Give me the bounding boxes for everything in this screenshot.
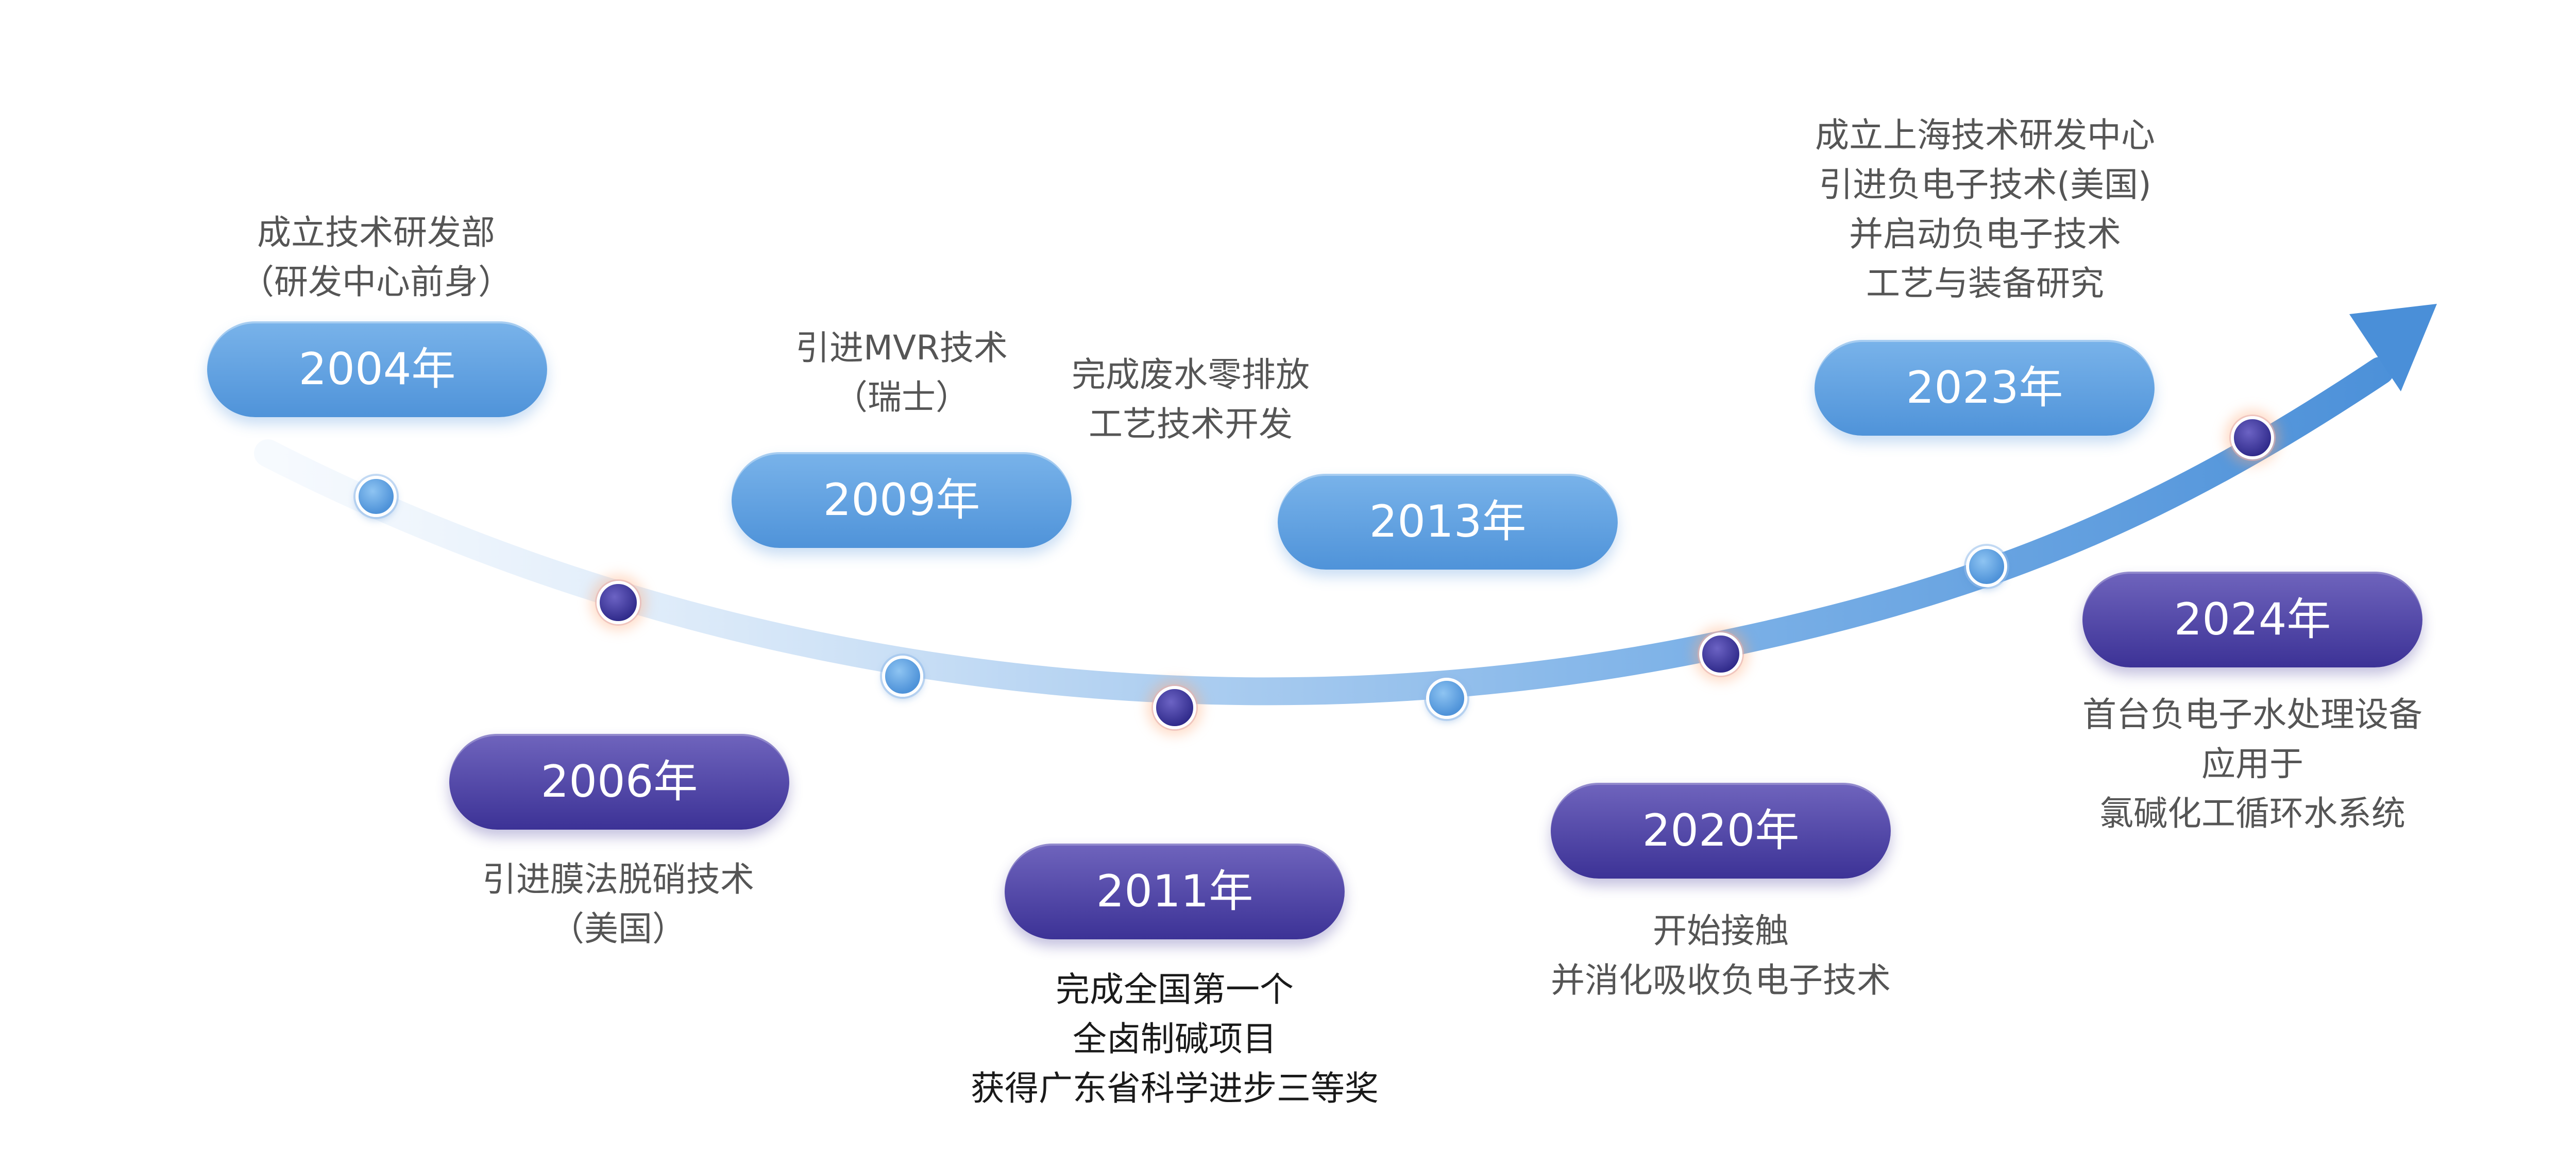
milestone-2009-dot [882, 656, 923, 697]
milestone-2024-year-badge: 2024年 [2082, 572, 2422, 667]
milestone-2023-description: 成立上海技术研发中心 引进负电子技术(美国) 并启动负电子技术 工艺与装备研究 [1815, 115, 2155, 303]
milestone-2023-dot [1966, 546, 2007, 587]
milestone-2004-dot [355, 476, 397, 517]
milestone-2004-year-badge: 2004年 [207, 321, 547, 417]
timeline-curve [254, 357, 2394, 706]
milestone-2004-description: 成立技术研发部 （研发中心前身） [240, 213, 512, 302]
milestone-2013-description: 完成废水零排放 工艺技术开发 [1072, 355, 1310, 444]
milestone-2009-description: 引进MVR技术 （瑞士） [795, 328, 1008, 417]
milestone-2011-description: 完成全国第一个 全卤制碱项目 获得广东省科学进步三等奖 [971, 970, 1379, 1108]
milestone-2006-description: 引进膜法脱硝技术 （美国） [482, 860, 754, 949]
milestone-2020-description: 开始接触 并消化吸收负电子技术 [1551, 911, 1891, 1000]
milestone-2020-year-badge: 2020年 [1551, 783, 1891, 879]
milestone-2006-year-badge: 2006年 [449, 734, 789, 830]
milestone-2013-year-badge: 2013年 [1278, 474, 1618, 570]
milestone-2013-dot [1426, 678, 1467, 719]
milestone-2006-dot [597, 581, 640, 624]
milestone-2011-year-badge: 2011年 [1005, 844, 1345, 939]
milestone-2024-description: 首台负电子水处理设备 应用于 氯碱化工循环水系统 [2082, 695, 2422, 833]
milestone-2020-dot [1699, 632, 1742, 676]
arrow-head-icon [2349, 304, 2437, 391]
milestone-2011-dot [1153, 686, 1196, 729]
milestone-2009-year-badge: 2009年 [732, 452, 1072, 548]
milestone-2023-year-badge: 2023年 [1815, 340, 2155, 436]
milestone-2024-dot [2231, 416, 2274, 459]
